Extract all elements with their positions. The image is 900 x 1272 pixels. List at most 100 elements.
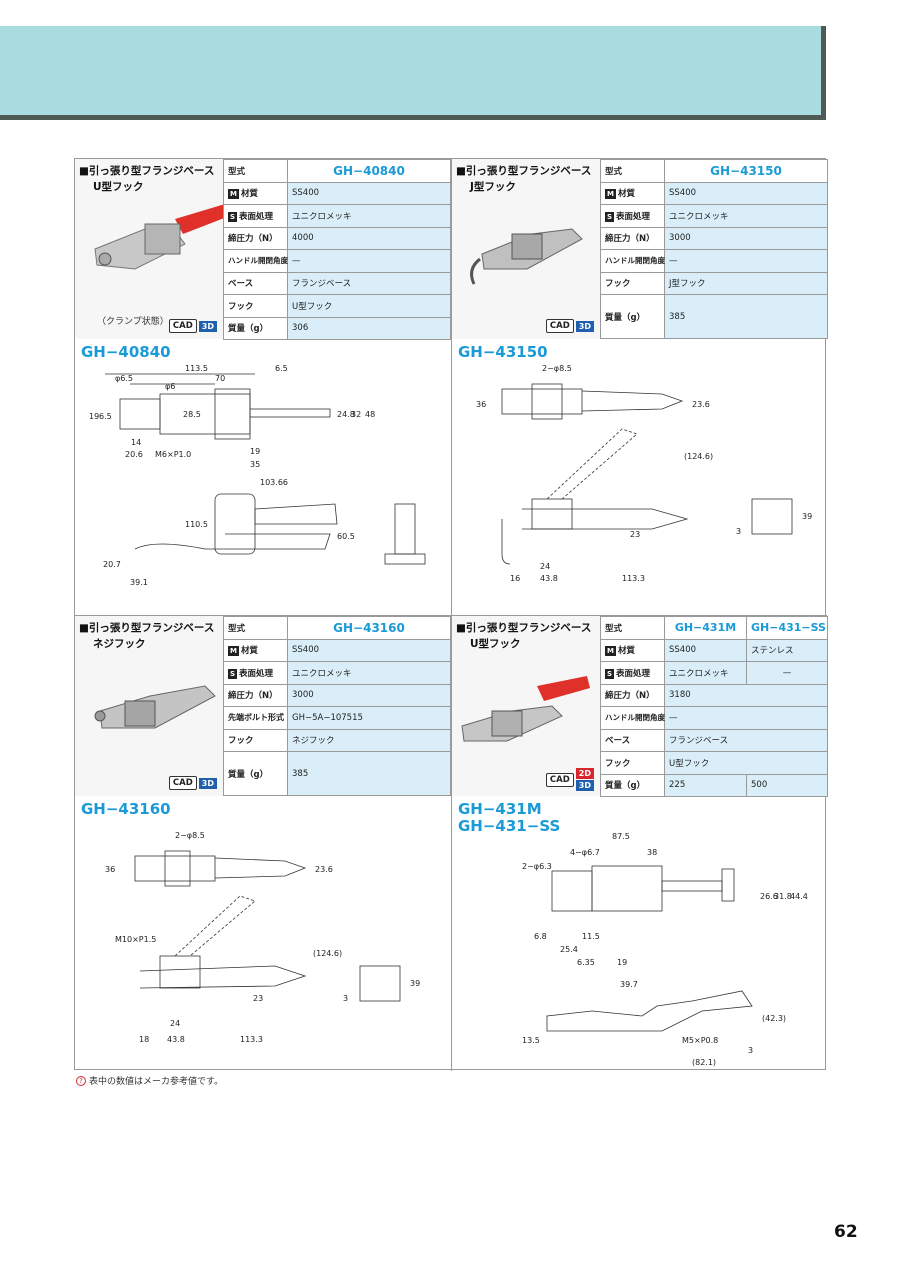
technical-drawing: 2−φ8.5 36 23.6 M10×P1.5 (124.6) 23 24 18… (105, 831, 420, 1044)
svg-text:35: 35 (250, 460, 260, 469)
svg-text:20.7: 20.7 (103, 560, 121, 569)
cad-3d-label: 3D (198, 777, 217, 789)
cad-label: CAD (168, 319, 197, 333)
svg-text:6.8: 6.8 (534, 932, 547, 941)
svg-text:25.4: 25.4 (560, 945, 578, 954)
svg-text:4−φ6.7: 4−φ6.7 (570, 848, 600, 857)
svg-text:6.35: 6.35 (577, 958, 595, 967)
svg-text:3: 3 (343, 994, 348, 1003)
svg-text:(42.3): (42.3) (762, 1014, 786, 1023)
svg-text:26.6: 26.6 (760, 892, 778, 901)
svg-text:(124.6): (124.6) (684, 452, 713, 461)
product-photo: ■引っ張り型フランジベース J型フック CAD 3D (452, 159, 600, 339)
cad-badge[interactable]: CAD 3D (168, 776, 217, 790)
svg-text:110.5: 110.5 (185, 520, 208, 529)
product-subtitle: ネジフック (93, 638, 146, 650)
footnote: ? 表中の数値はメーカ参考値です。 (76, 1074, 223, 1087)
svg-text:36: 36 (476, 400, 486, 409)
svg-text:23.6: 23.6 (315, 865, 333, 874)
product-title: ■引っ張り型フランジベース (456, 165, 592, 177)
svg-text:2−φ8.5: 2−φ8.5 (175, 831, 205, 840)
technical-drawing: 87.5 4−φ6.7 38 2−φ6.3 26.6 31.8 44.4 6.8… (522, 832, 808, 1067)
header-banner (0, 26, 826, 120)
product-title: ■引っ張り型フランジベース (79, 622, 215, 634)
cad-2d-label: 2D (575, 768, 594, 779)
model-label: GH−43160 (81, 800, 171, 818)
cad-badge[interactable]: CAD 3D (168, 319, 217, 333)
svg-text:38: 38 (647, 848, 657, 857)
product-title: ■引っ張り型フランジベース (456, 622, 592, 634)
svg-text:39.1: 39.1 (130, 578, 148, 587)
svg-text:16: 16 (510, 574, 520, 583)
svg-text:20.6: 20.6 (125, 450, 143, 459)
svg-text:19: 19 (617, 958, 627, 967)
svg-text:23: 23 (630, 530, 640, 539)
svg-text:(82.1): (82.1) (692, 1058, 716, 1067)
svg-text:113.3: 113.3 (240, 1035, 263, 1044)
svg-text:6.5: 6.5 (99, 412, 112, 421)
cad-3d-label: 3D (198, 320, 217, 332)
svg-text:24.8: 24.8 (337, 410, 355, 419)
svg-text:43.8: 43.8 (167, 1035, 185, 1044)
model-header: GH−431M (664, 616, 747, 640)
svg-text:φ6: φ6 (165, 382, 175, 391)
clamp-photo (94, 685, 216, 729)
svg-text:M5×P0.8: M5×P0.8 (682, 1036, 718, 1045)
product-subtitle: J型フック (470, 181, 516, 193)
technical-drawing: 113.5 70 6.5 φ6.5 φ6 19 6.5 28.5 24.8 32… (89, 364, 426, 587)
cad-label: CAD (168, 776, 197, 790)
model-header-2: GH−431−SS (746, 616, 828, 640)
info-icon: ? (76, 1075, 86, 1086)
svg-text:3: 3 (736, 527, 741, 536)
footnote-text: 表中の数値はメーカ参考値です。 (89, 1077, 224, 1087)
svg-text:39: 39 (410, 979, 420, 988)
cad-label: CAD (545, 319, 574, 333)
svg-text:31.8: 31.8 (774, 892, 792, 901)
product-gh-431: ■引っ張り型フランジベース U型フック CAD 2D 3D 型式 (451, 615, 828, 1071)
svg-text:32: 32 (351, 410, 361, 419)
svg-text:36: 36 (105, 865, 115, 874)
svg-text:60.5: 60.5 (337, 532, 355, 541)
svg-text:19: 19 (250, 447, 260, 456)
page-number: 62 (834, 1222, 858, 1242)
product-subtitle: U型フック (470, 638, 521, 650)
technical-drawing: 2−φ8.5 36 23.6 (124.6) 23 24 16 43.8 113… (476, 364, 812, 583)
svg-text:13.5: 13.5 (522, 1036, 540, 1045)
svg-text:3: 3 (748, 1046, 753, 1055)
svg-text:23.6: 23.6 (692, 400, 710, 409)
model-header: GH−40840 (287, 159, 451, 183)
svg-text:44.4: 44.4 (790, 892, 808, 901)
svg-text:M10×P1.5: M10×P1.5 (115, 935, 156, 944)
svg-text:28.5: 28.5 (183, 410, 201, 419)
model-label: GH−431M (458, 800, 542, 818)
svg-text:23: 23 (253, 994, 263, 1003)
svg-text:113.3: 113.3 (622, 574, 645, 583)
model-header: GH−43150 (664, 159, 828, 183)
model-label: GH−43150 (458, 343, 548, 361)
photo-caption: （クランプ状態） (97, 317, 169, 327)
svg-text:φ6.5: φ6.5 (115, 374, 133, 383)
cad-3d-label: 3D (575, 320, 594, 332)
product-title: ■引っ張り型フランジベース (79, 165, 215, 177)
cad-label: CAD (545, 772, 574, 787)
svg-text:(124.6): (124.6) (313, 949, 342, 958)
svg-text:14: 14 (131, 438, 141, 447)
product-subtitle: U型フック (93, 181, 144, 193)
cad-badge[interactable]: CAD 3D (545, 319, 594, 333)
cad-badge[interactable]: CAD 2D 3D (545, 768, 594, 791)
svg-text:24: 24 (170, 1019, 180, 1028)
cad-3d-label: 3D (575, 780, 594, 791)
svg-text:11.5: 11.5 (582, 932, 600, 941)
svg-text:113.5: 113.5 (185, 364, 208, 373)
svg-text:18: 18 (139, 1035, 149, 1044)
model-label-2: GH−431−SS (458, 817, 561, 835)
